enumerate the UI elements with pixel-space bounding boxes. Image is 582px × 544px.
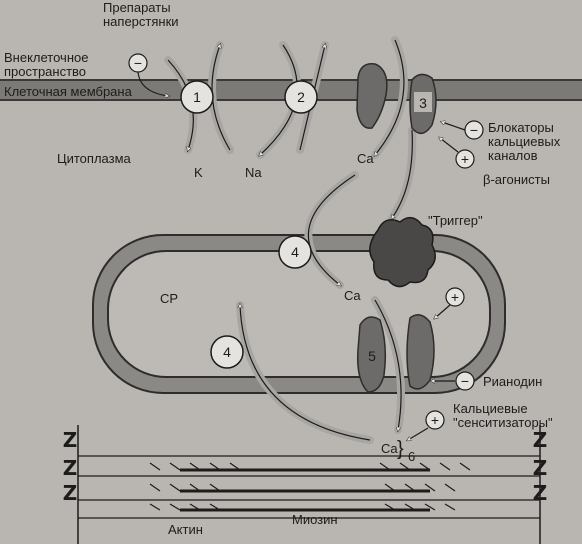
svg-text:+: + [461,151,469,167]
label-ca-bottom: Ca [381,441,398,456]
label-ryanodine: Рианодин [483,374,542,389]
label-actin: Актин [168,522,203,537]
plus-sign-beta: + [440,138,475,169]
label-ca-sr: Ca [344,288,361,303]
svg-text:Z: Z [533,481,548,505]
arrow-4-lower [236,301,374,444]
label-beta-agonists: β-агонисты [483,172,550,187]
marker-4-lower: 4 [210,335,244,369]
minus-sign-ryanodine: − [432,371,475,391]
label-na: Na [245,165,262,180]
ca-entry-arrow [371,36,408,159]
z-lines-left: Z Z Z [63,428,78,505]
label-6: 6 [408,449,415,464]
marker-2: 2 [284,80,318,114]
z-lines-right: Z Z Z [533,428,548,505]
svg-text:+: + [451,289,459,305]
label-k: K [194,165,203,180]
svg-text:Z: Z [63,481,78,505]
plus-sign-trigger: + [435,287,465,318]
svg-text:2: 2 [297,89,305,105]
minus-sign-blockers: − [442,121,484,140]
marker-4-upper: 4 [278,235,312,269]
svg-text:1: 1 [193,89,201,105]
svg-text:−: − [134,55,142,71]
label-membrane: Клеточная мембрана [4,84,133,99]
svg-text:Z: Z [533,456,548,480]
svg-text:−: − [461,373,469,389]
plus-sign-sensitizers: + [408,410,445,440]
label-bracket: } [397,438,404,460]
marker-3: 3 [414,92,432,112]
label-trigger: "Триггер" [428,213,483,228]
svg-text:3: 3 [419,95,427,111]
label-myosin: Миозин [292,512,338,527]
svg-text:Z: Z [63,456,78,480]
myofibril [77,425,541,544]
label-cytoplasm: Цитоплазма [57,151,132,166]
svg-text:−: − [470,122,478,138]
svg-text:Z: Z [533,428,548,452]
label-sensitizers: Кальциевые"сенситизаторы" [453,401,553,430]
label-ca-top: Ca [357,151,374,166]
marker-5: 5 [368,348,376,364]
svg-text:4: 4 [223,344,231,360]
arrow-5-release [371,296,406,434]
svg-text:+: + [431,412,439,428]
trigger-receptor [369,216,436,288]
marker-1: 1 [180,80,214,114]
svg-text:5: 5 [368,348,376,364]
label-sr: СР [160,291,178,306]
ryanodine-channel-5 [356,314,435,393]
arrow-4-upper [304,171,359,289]
svg-text:4: 4 [291,244,299,260]
minus-sign-digitalis: − [128,53,168,96]
ca-to-trigger-arrow [388,126,417,222]
svg-text:Z: Z [63,428,78,452]
